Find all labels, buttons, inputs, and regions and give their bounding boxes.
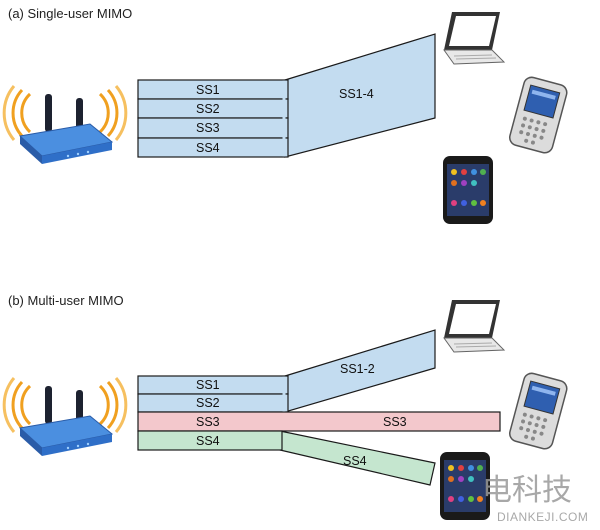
beam-label-ss3: SS3 (383, 415, 407, 429)
pda-phone-icon (507, 370, 570, 452)
beam-label-ss4: SS4 (343, 454, 367, 468)
pda-phone-icon (507, 74, 570, 156)
stream-bar-ss3-b (137, 411, 501, 432)
watermark: 电科技 DIANKEJI.COM (482, 473, 588, 524)
stream-label-ss2-a: SS2 (196, 102, 220, 116)
router-icon (2, 84, 128, 166)
panel-a-title: (a) Single-user MIMO (8, 6, 133, 21)
stream-label-ss1-a: SS1 (196, 83, 220, 97)
watermark-logo: 电科技 (482, 473, 572, 508)
stream-label-ss2-b: SS2 (196, 396, 220, 410)
stream-label-ss1-b: SS1 (196, 378, 220, 392)
laptop-icon (443, 11, 505, 65)
stream-bar-ss4-b (137, 430, 283, 451)
router-icon (2, 376, 128, 458)
beam-label-ss1-2: SS1-2 (340, 362, 375, 376)
watermark-url: DIANKEJI.COM (497, 510, 588, 524)
stream-label-ss3-b: SS3 (196, 415, 220, 429)
stream-label-ss4-a: SS4 (196, 141, 220, 155)
laptop-icon (443, 299, 505, 353)
stream-bar-ss4-a (137, 137, 289, 158)
panel-b-title: (b) Multi-user MIMO (8, 293, 124, 308)
stream-label-ss4-b: SS4 (196, 434, 220, 448)
stream-label-ss3-a: SS3 (196, 121, 220, 135)
combined-label-a: SS1-4 (339, 87, 374, 101)
smartphone-icon (443, 156, 493, 224)
